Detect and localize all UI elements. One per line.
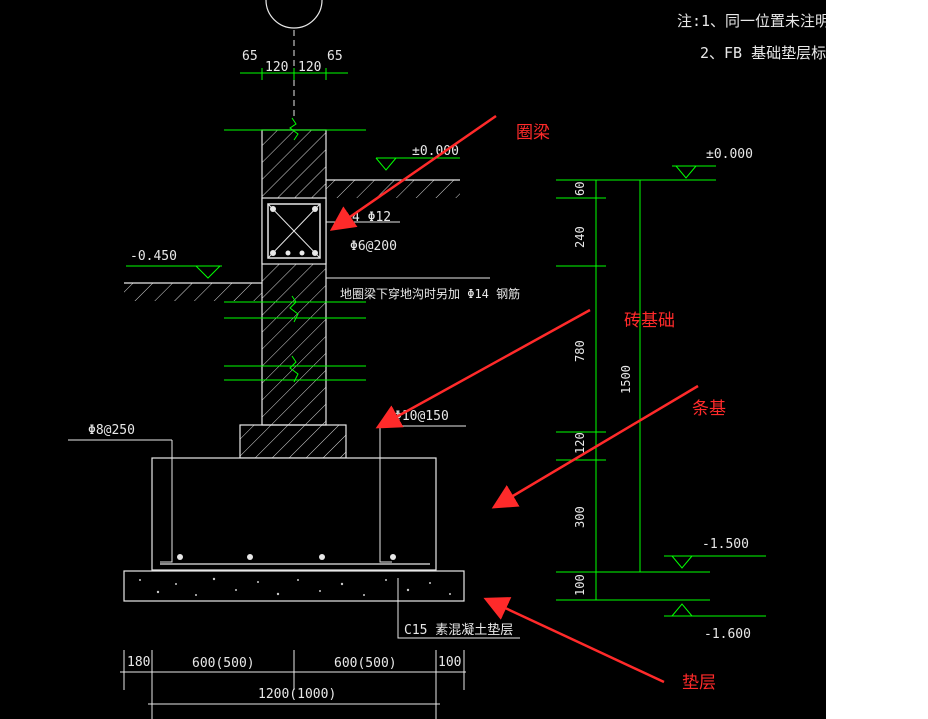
annotation-arrows	[329, 114, 699, 684]
bottom-dim-2: 600(500)	[192, 656, 255, 671]
annotation-cushion: 垫层	[682, 673, 716, 693]
foundation-section-drawing: 65 120 120 65 注:1、同一位置未注明 2、FB 基础垫层标	[68, 0, 826, 719]
rebar-right-label: Φ10@150	[394, 409, 449, 424]
level-left-neg450: -0.450	[130, 249, 177, 264]
bottom-dim-3: 600(500)	[334, 656, 397, 671]
top-dim-3: 120	[298, 60, 321, 75]
ground-soil	[124, 179, 490, 301]
top-dim-1: 65	[242, 49, 258, 64]
right-dim-total: 1500	[619, 365, 633, 394]
wall-break-lines	[224, 117, 366, 383]
level-right-zero: ±0.000	[706, 147, 753, 162]
brick-wall	[239, 129, 347, 459]
right-dim-120: 120	[573, 432, 587, 454]
axis-bubble	[265, 0, 323, 118]
cad-drawing-canvas: 65 120 120 65 注:1、同一位置未注明 2、FB 基础垫层标	[0, 0, 826, 719]
top-dim-2: 120	[265, 60, 288, 75]
rebar-left-label: Φ8@250	[88, 423, 135, 438]
beam-main-bars: 4 Φ12	[352, 210, 391, 225]
right-dim-240: 240	[573, 226, 587, 248]
bottom-dim-1: 180	[127, 655, 150, 670]
beam-stirrups: Φ6@200	[350, 239, 397, 254]
right-dim-60: 60	[573, 182, 587, 196]
level-right-neg1500: -1.500	[702, 537, 749, 552]
level-left-zero: ±0.000	[412, 144, 459, 159]
cushion-label: C15 素混凝土垫层	[404, 622, 513, 638]
right-dim-780: 780	[573, 340, 587, 362]
annotation-brick-foundation: 砖基础	[624, 311, 675, 331]
level-right-neg1600: -1.600	[704, 627, 751, 642]
note-line-2: 2、FB 基础垫层标	[700, 44, 826, 62]
strip-foundation	[151, 426, 437, 571]
bottom-dim-4: 100	[438, 655, 461, 670]
cushion-layer	[123, 570, 520, 639]
right-dim-100: 100	[573, 574, 587, 596]
ring-beam-section	[261, 197, 327, 265]
annotation-strip-foundation: 条基	[692, 399, 726, 419]
top-dimension	[240, 68, 348, 80]
right-dim-300: 300	[573, 506, 587, 528]
beam-extra-note: 地圈梁下穿地沟时另加 Φ14 钢筋	[340, 286, 520, 301]
note-line-1: 注:1、同一位置未注明	[677, 12, 826, 30]
bottom-dimension	[120, 650, 466, 719]
level-mark-neg450	[126, 265, 222, 279]
top-dim-4: 65	[327, 49, 343, 64]
bottom-total: 1200(1000)	[258, 687, 336, 702]
annotation-ring-beam: 圈梁	[516, 123, 550, 143]
right-dimension-chain	[556, 165, 766, 617]
level-mark-zero-left	[375, 157, 460, 171]
